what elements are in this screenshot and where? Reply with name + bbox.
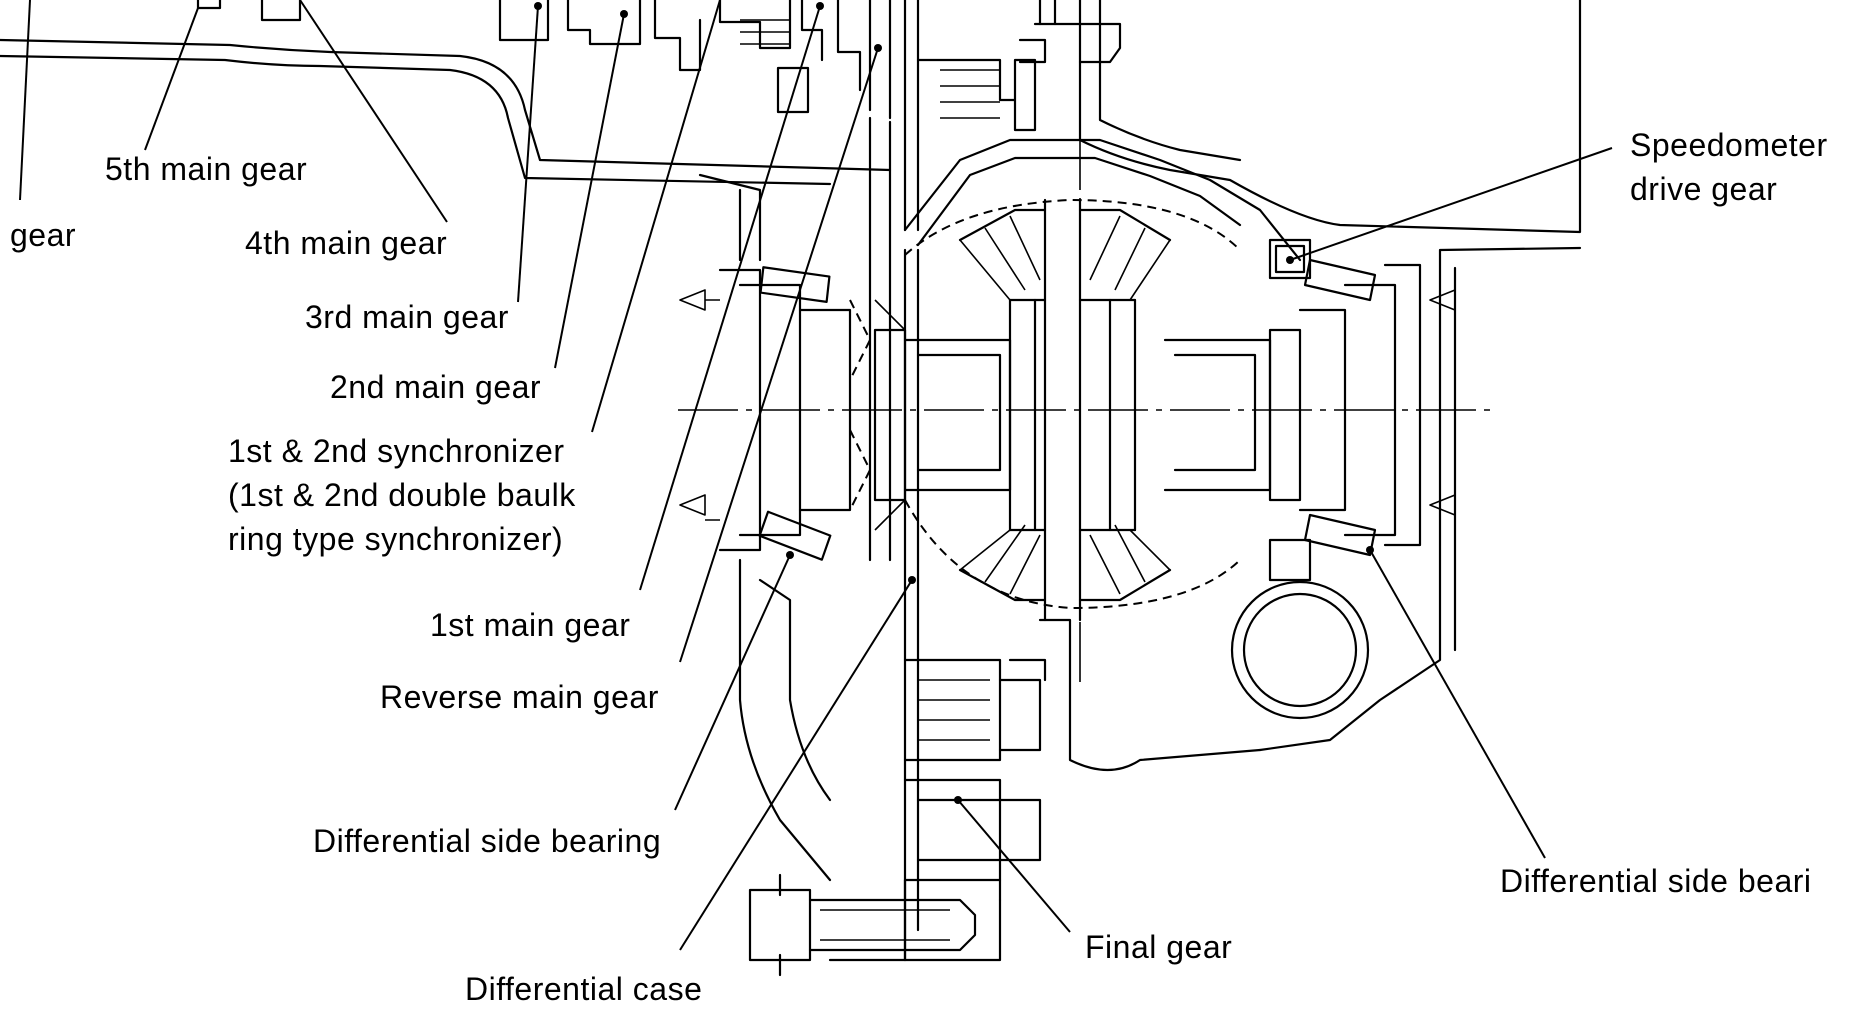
leader-second-main-gear <box>554 13 625 369</box>
label-fourth-main-gear: 4th main gear <box>245 225 447 261</box>
label-fifth-main-gear: 5th main gear <box>105 151 307 187</box>
leader-diff-side-bearing-right <box>1369 549 1546 859</box>
leader-lines <box>19 0 1613 951</box>
label-speedometer-line2: drive gear <box>1630 171 1777 207</box>
drawing-outline <box>0 0 1582 977</box>
label-diff-side-bearing-right: Differential side beari <box>1500 863 1812 899</box>
leader-reverse-main-gear <box>679 47 879 663</box>
labels: gear 5th main gear 4th main gear 3rd mai… <box>10 127 1828 1007</box>
leader-fourth-main-gear <box>299 0 448 223</box>
label-diff-side-bearing-left: Differential side bearing <box>313 823 661 859</box>
leader-third-main-gear <box>517 5 539 303</box>
label-first-main-gear: 1st main gear <box>430 607 630 643</box>
label-third-main-gear: 3rd main gear <box>305 299 509 335</box>
label-diff-case: Differential case <box>465 971 702 1007</box>
label-second-main-gear: 2nd main gear <box>330 369 541 405</box>
label-synchronizer-line1: 1st & 2nd synchronizer <box>228 433 565 469</box>
leader-gear <box>19 0 31 201</box>
label-synchronizer-line3: ring type synchronizer) <box>228 521 563 557</box>
leader-synchronizer <box>591 0 721 433</box>
leader-diff-side-bearing-left <box>674 554 791 811</box>
label-gear: gear <box>10 217 76 253</box>
label-synchronizer-line2: (1st & 2nd double baulk <box>228 477 576 513</box>
leader-final-gear <box>957 799 1071 933</box>
leader-diff-case <box>679 579 913 951</box>
label-final-gear: Final gear <box>1085 929 1232 965</box>
leader-first-main-gear <box>639 5 821 591</box>
label-speedometer-line1: Speedometer <box>1630 127 1828 163</box>
label-reverse-main-gear: Reverse main gear <box>380 679 659 715</box>
leader-fifth-main-gear <box>144 7 199 151</box>
leader-speedometer <box>1289 147 1613 261</box>
